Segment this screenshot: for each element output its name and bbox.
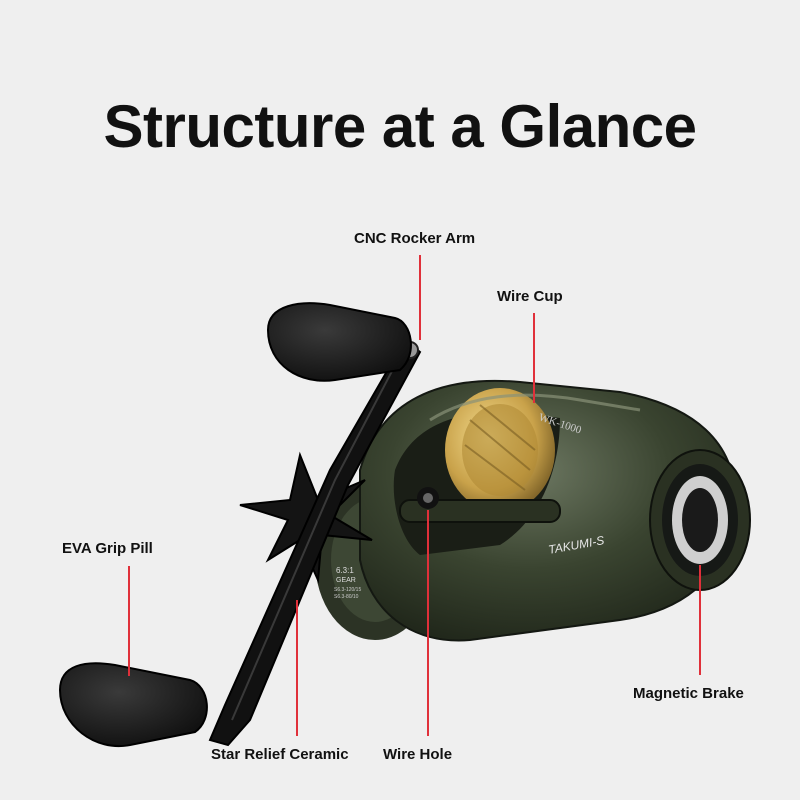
- leader-grip: [128, 566, 130, 676]
- page-title: Structure at a Glance: [103, 93, 697, 160]
- callout-star-relief: Star Relief Ceramic: [211, 746, 349, 763]
- gear-label-text: GEAR: [336, 577, 356, 584]
- spool-icon: [445, 388, 555, 512]
- grip-knob-top-icon: [266, 302, 412, 382]
- callout-rocker-arm: CNC Rocker Arm: [354, 230, 476, 247]
- spec-1-text: S6.3-120/15: [334, 587, 362, 593]
- star-drag-icon: [239, 451, 373, 584]
- leader-star-relief: [296, 600, 298, 736]
- spec-2-text: S6.3-80/10: [334, 594, 359, 600]
- grip-knob-bottom-icon: [58, 662, 208, 748]
- level-wind: [399, 487, 561, 523]
- leader-wire-hole: [427, 510, 429, 736]
- callout-magnetic-brake: Magnetic Brake: [633, 685, 744, 702]
- magnetic-brake-dial: [649, 449, 751, 591]
- gear-ratio-text: 6.3:1: [336, 566, 354, 575]
- leader-wire-cup: [533, 313, 535, 403]
- leader-rocker-arm: [419, 255, 421, 340]
- callout-grip: EVA Grip Pill: [62, 540, 153, 557]
- leader-magnetic-brake: [699, 565, 701, 675]
- callout-wire-hole: Wire Hole: [383, 746, 453, 763]
- callout-wire-cup: Wire Cup: [497, 288, 563, 305]
